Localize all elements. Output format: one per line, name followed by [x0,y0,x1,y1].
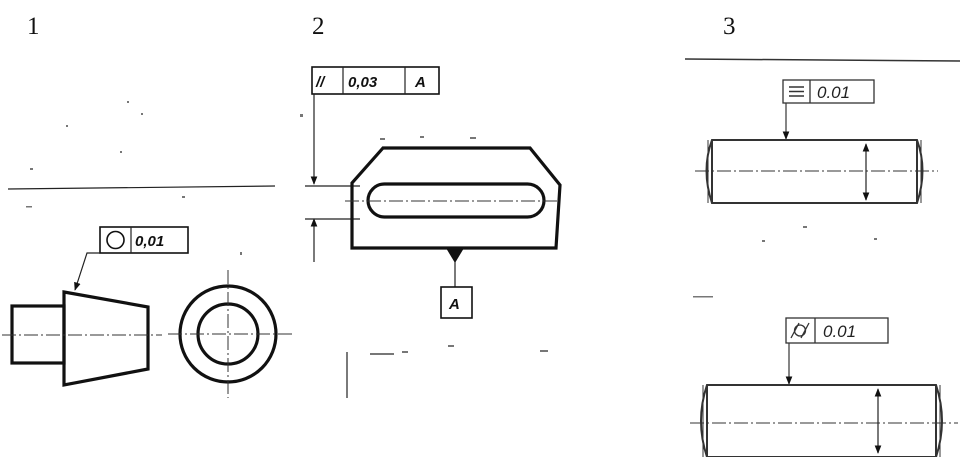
shaft-end-view [168,270,293,398]
section-line [684,58,960,62]
figure-3-number: 3 [723,13,736,40]
pin-upper [695,139,938,204]
datum-label: A [448,296,460,313]
pin-lower [690,384,958,457]
tapered-shaft-side-view [2,290,162,387]
parallelism-tolerance-frame: // 0,03 A [311,66,440,95]
scan-noise [26,101,242,255]
datum-feature-symbol: A [440,248,473,319]
parallelism-tolerance-value: 0,03 [348,74,378,91]
cylindricity-tolerance-value: 0.01 [823,322,856,341]
circularity-tolerance-frame: 0,01 [99,226,189,254]
symmetry-icon [789,86,804,97]
section-line [7,185,276,190]
symmetry-tolerance-frame: 0.01 [782,79,875,104]
cylindricity-icon [790,322,810,339]
figure-2: 2 // 0,03 A A [300,13,562,398]
circularity-icon [106,230,125,250]
figure-2-number: 2 [312,13,325,40]
figure-3: 3 0.01 [684,13,960,457]
symmetry-tolerance-value: 0.01 [817,83,850,102]
leader-arrow [74,252,100,291]
circularity-tolerance-value: 0,01 [135,233,164,250]
slotted-block [345,146,562,250]
parallelism-datum-reference: A [414,74,426,91]
figure-1-number: 1 [27,13,40,40]
figure-1: 1 0,01 [2,13,293,398]
cylindricity-tolerance-frame: 0.01 [785,317,889,344]
parallelism-icon: // [315,74,326,91]
